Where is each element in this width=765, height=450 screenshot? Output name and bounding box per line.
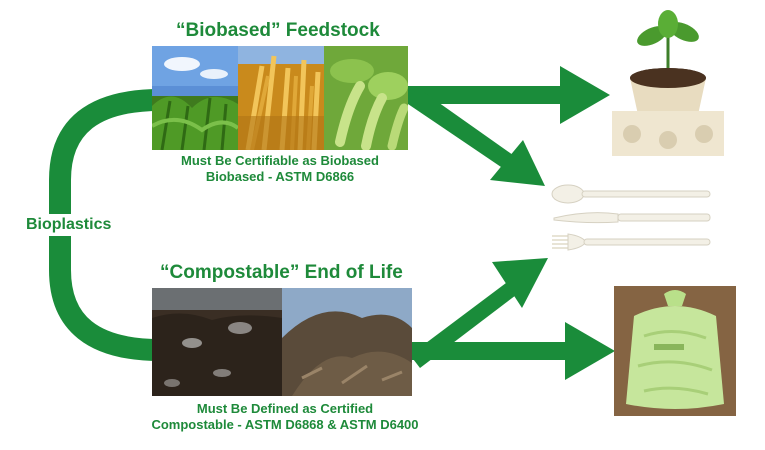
arrow-top-diagonal	[405, 88, 545, 186]
spoon-icon	[551, 184, 711, 204]
arrow-bottom-right	[410, 322, 615, 380]
compost-pile-image	[282, 288, 412, 396]
compost-images	[152, 288, 412, 396]
steaming-compost-image	[152, 288, 282, 396]
compostable-bag-image	[614, 286, 736, 416]
fork-icon	[552, 233, 711, 251]
end-of-life-caption-line1: Must Be Defined as Certified	[196, 401, 374, 416]
plant-pot-image	[612, 6, 724, 156]
feedstock-caption-line1: Must Be Certifiable as Biobased	[181, 153, 379, 168]
end-of-life-title: “Compostable” End of Life	[160, 262, 403, 283]
cutlery-image	[551, 184, 711, 251]
feedstock-title: “Biobased” Feedstock	[176, 20, 380, 41]
arrow-top-right	[405, 66, 610, 124]
end-of-life-caption-line2: Compostable - ASTM D6868 & ASTM D6400	[151, 417, 419, 432]
feedstock-caption-line2: Biobased - ASTM D6866	[205, 169, 355, 184]
knife-icon	[553, 212, 711, 224]
feedstock-images	[152, 46, 408, 150]
soybeans-image	[324, 46, 408, 150]
wheat-image	[238, 46, 324, 150]
bioplastics-label: Bioplastics	[26, 214, 112, 236]
corn-field-image	[152, 46, 240, 150]
